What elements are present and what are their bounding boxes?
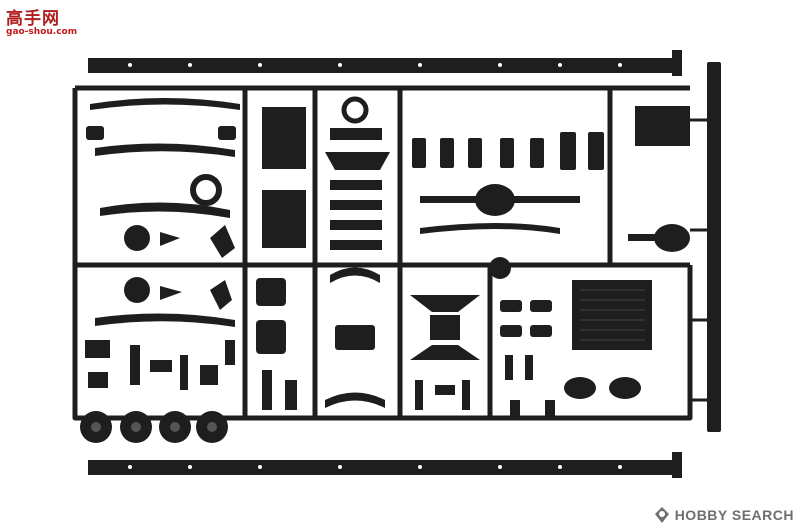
- crossmembers: [325, 96, 390, 408]
- wheels: [80, 411, 228, 443]
- bracket-parts: [410, 295, 480, 410]
- chassis-rail-top: [88, 50, 682, 76]
- watermark-hobby-search: HOBBY SEARCH: [652, 504, 794, 526]
- chassis-rail-bottom: [88, 452, 682, 478]
- watermark-url: gao-shou.com: [6, 27, 78, 37]
- hobby-search-logo-icon: [654, 507, 669, 523]
- watermark-logo-top-left: 高手网 gao-shou.com: [6, 4, 78, 40]
- panels-column: [256, 107, 306, 410]
- grille-radiator: [572, 280, 652, 350]
- hub-ring: [190, 174, 222, 206]
- watermark-text: 高手网: [6, 9, 60, 29]
- brake-drums-mid: [124, 225, 235, 310]
- axle-housing: [420, 184, 580, 279]
- side-rail-right: [707, 62, 721, 432]
- axle-right: [628, 106, 690, 252]
- small-parts-lower-left: [85, 340, 235, 390]
- shock-absorbers: [412, 132, 604, 170]
- tanks-lower-right: [500, 300, 641, 420]
- sprue-frame: [72, 85, 693, 421]
- hobby-search-text: HOBBY SEARCH: [674, 507, 794, 523]
- leaf-springs: [86, 98, 240, 327]
